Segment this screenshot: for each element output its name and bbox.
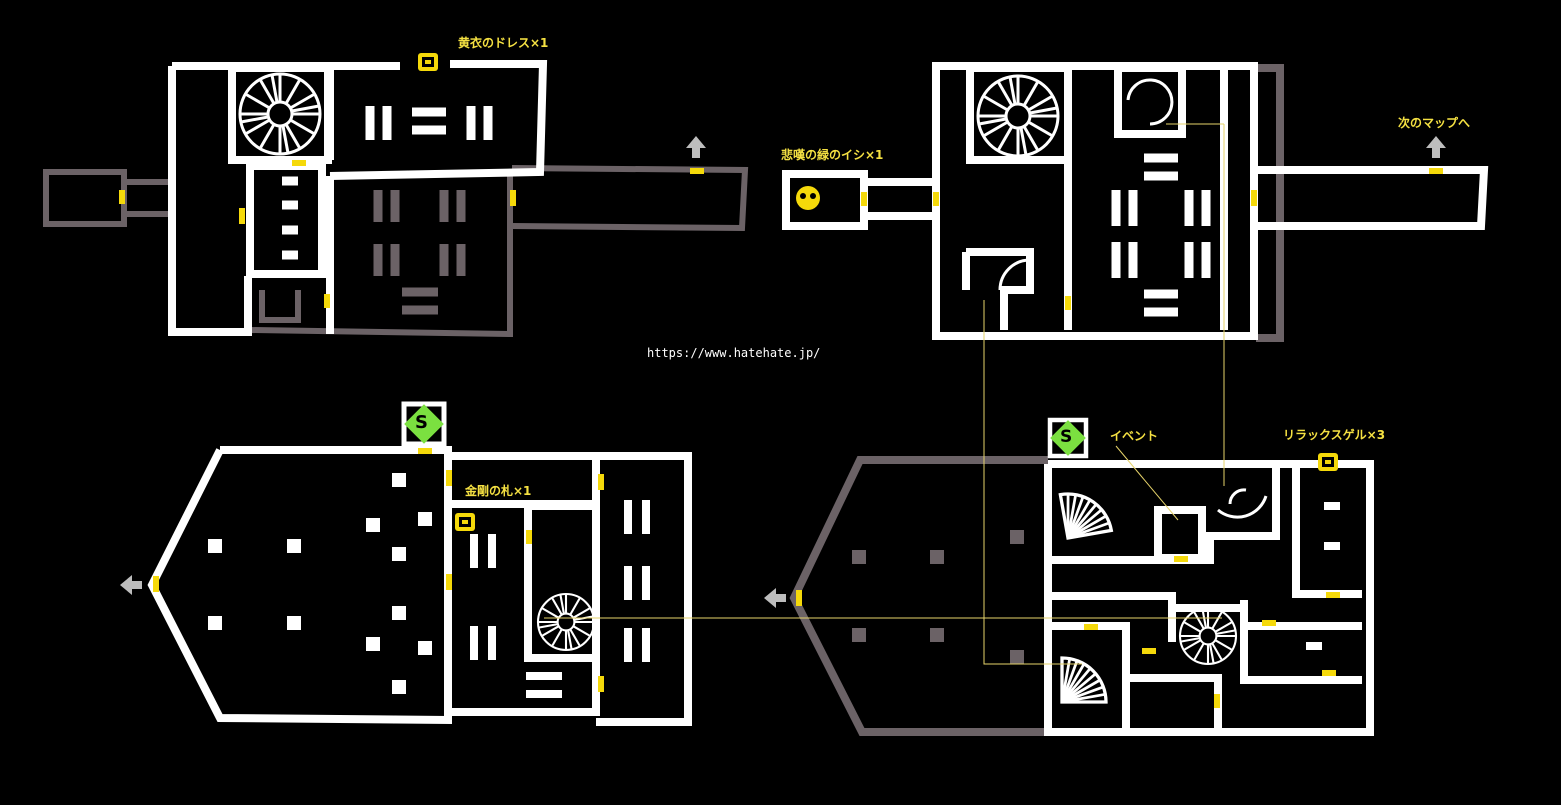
skull-icon — [796, 186, 820, 210]
floor-bottom-left — [120, 404, 692, 726]
floor-bottom-right — [764, 420, 1374, 736]
floor-top-left — [43, 53, 749, 338]
label-event: イベント — [1110, 429, 1159, 443]
label-dress: 黄衣のドレス×1 — [458, 36, 549, 50]
watermark-url: https://www.hatehate.jp/ — [647, 346, 821, 360]
floor-top-right — [782, 62, 1489, 342]
save-point-letter-right: S — [1060, 427, 1073, 447]
guide-lines — [544, 124, 1225, 665]
save-point-letter-left: S — [415, 412, 428, 433]
label-relax-gel: リラックスゲル×3 — [1283, 428, 1386, 442]
label-stone: 悲嘆の緑のイシ×1 — [781, 148, 884, 162]
label-kongou: 金剛の札×1 — [465, 484, 532, 498]
label-next-map: 次のマップへ — [1398, 116, 1471, 130]
